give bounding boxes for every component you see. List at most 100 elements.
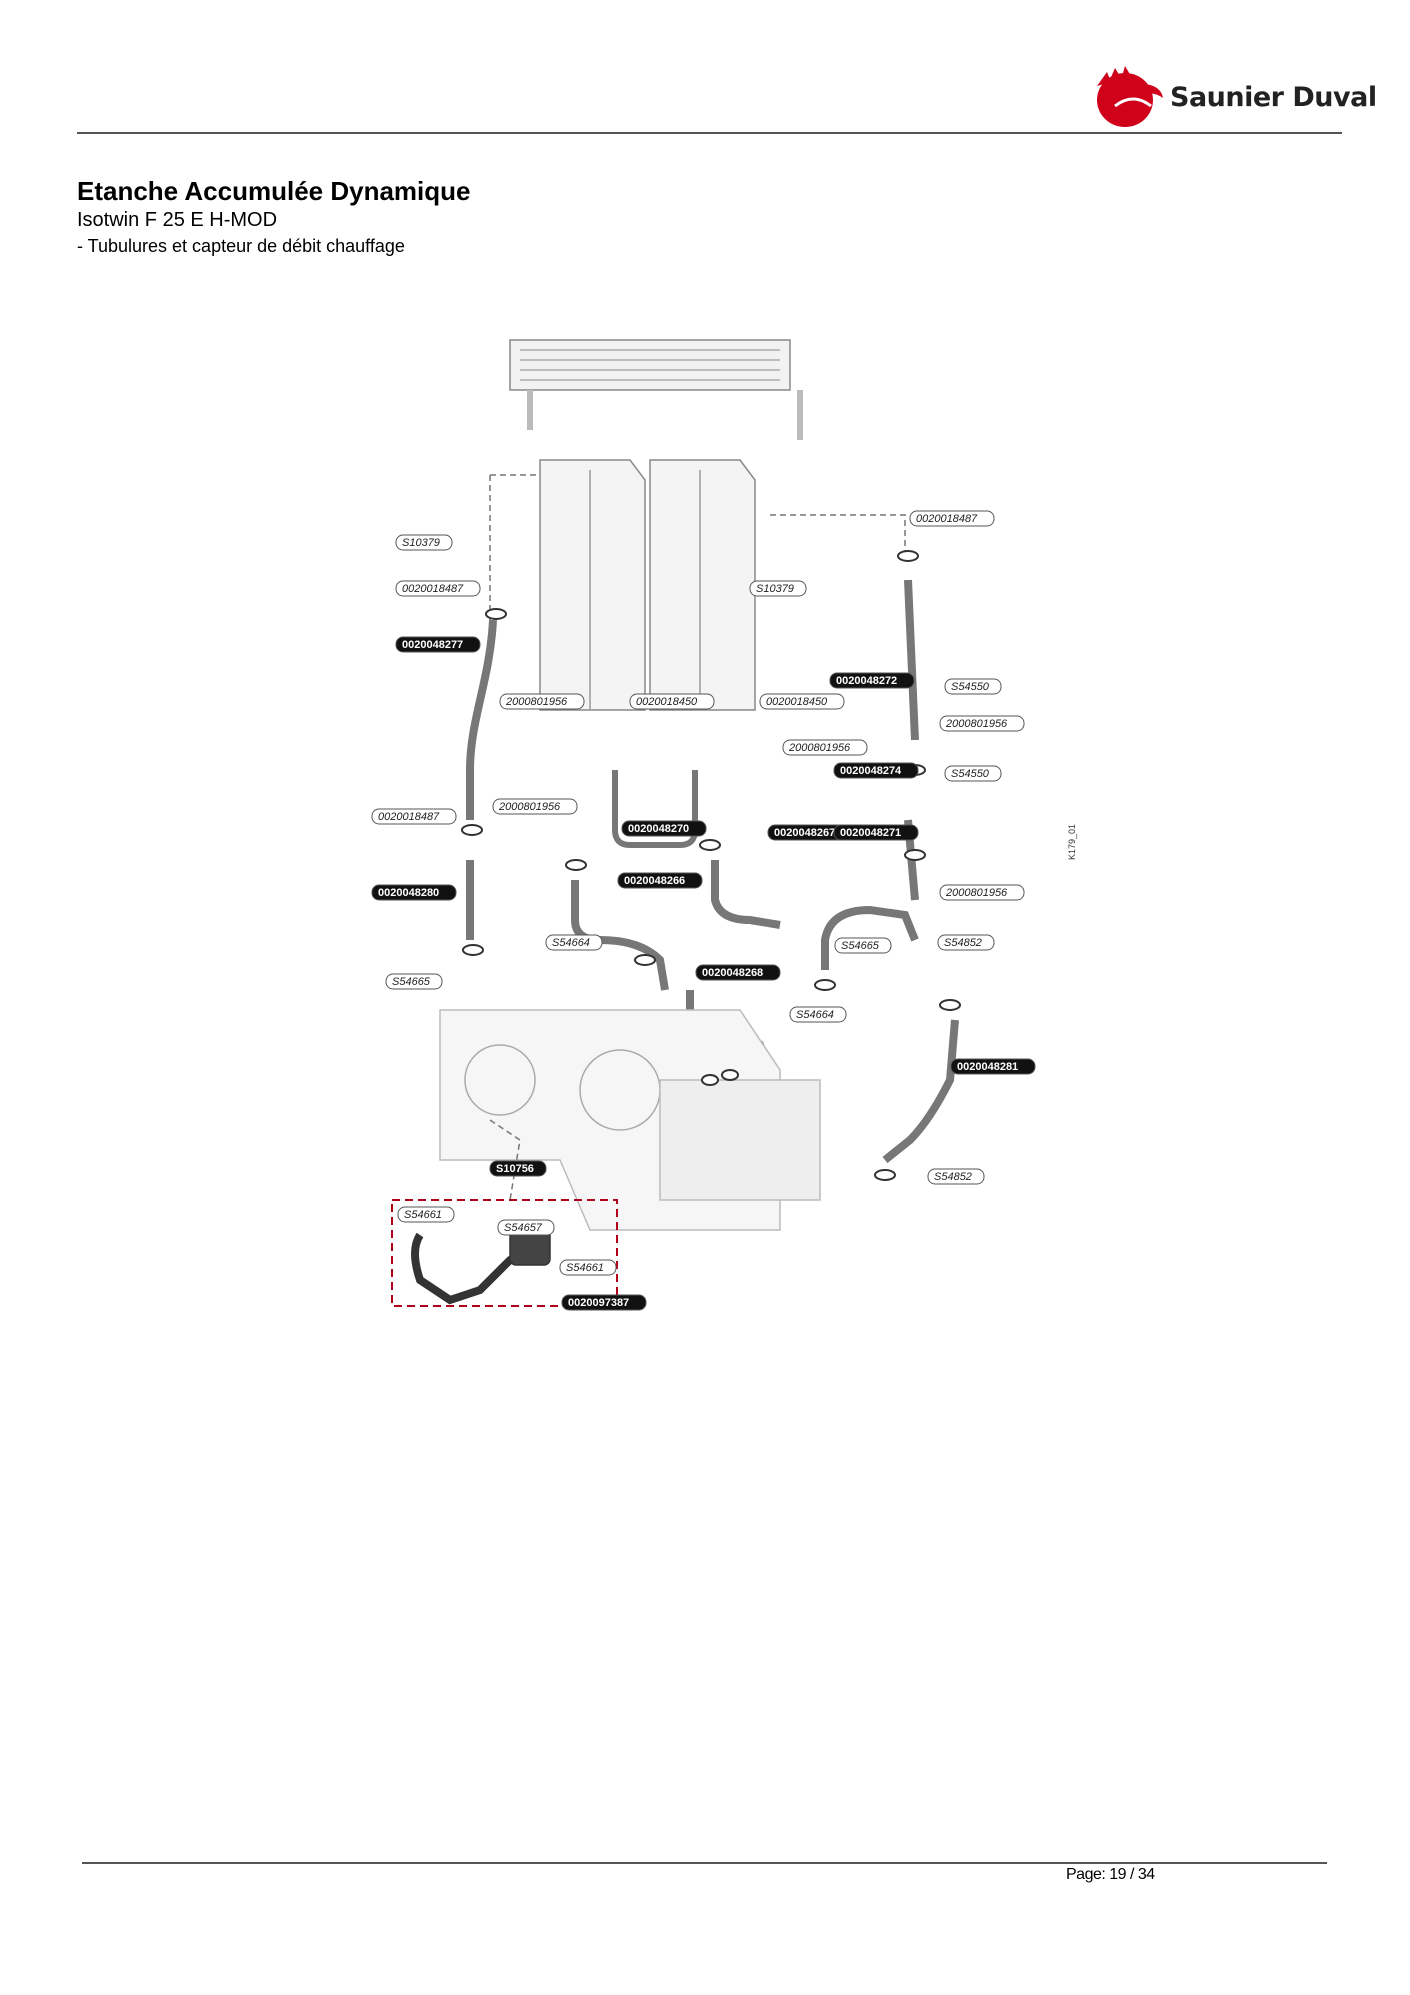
part-number: S54665	[841, 940, 880, 952]
part-label-box	[789, 1006, 847, 1023]
part-number: S54661	[404, 1209, 442, 1221]
part-label-box	[695, 964, 781, 981]
part-number: 0020048277	[402, 639, 463, 651]
part-label-box	[950, 1058, 1036, 1075]
part-label-box	[395, 636, 481, 653]
part-label-box	[944, 678, 1002, 695]
part-label-box	[545, 934, 603, 951]
part-number: S54852	[934, 1171, 972, 1183]
part-label-box	[833, 824, 919, 841]
footer-divider	[82, 1862, 1327, 1864]
part-label: 0020018487	[909, 510, 995, 527]
part-number: S54657	[504, 1222, 543, 1234]
part-label: 2000801956	[939, 884, 1025, 901]
part-number: S54852	[944, 937, 982, 949]
part-number: S54661	[566, 1262, 604, 1274]
part-label: S54665	[834, 937, 892, 954]
part-label: S54852	[927, 1168, 985, 1185]
part-number: S54550	[951, 681, 990, 693]
part-number: 2000801956	[945, 887, 1008, 899]
part-label: 0020048277	[395, 636, 481, 653]
part-label: 0020097387	[561, 1294, 647, 1311]
part-label-box	[497, 1219, 555, 1236]
saunier-duval-logo-icon	[1097, 66, 1163, 127]
part-number: S10379	[402, 537, 440, 549]
part-number: 0020048270	[628, 823, 689, 835]
part-label-box	[395, 580, 481, 597]
model-name: Isotwin F 25 E H-MOD	[77, 209, 278, 231]
part-number: 2000801956	[505, 696, 568, 708]
part-label: S54664	[545, 934, 603, 951]
part-label-box	[937, 934, 995, 951]
part-label: 0020048280	[371, 884, 457, 901]
part-label-box	[561, 1294, 647, 1311]
part-number: 0020018450	[636, 696, 698, 708]
part-label-box	[629, 693, 715, 710]
page-number: Page: 19 / 34	[1066, 1866, 1155, 1883]
part-label-box	[621, 820, 707, 837]
part-label-box	[782, 739, 868, 756]
part-label-box	[834, 937, 892, 954]
part-number: 0020018487	[378, 811, 440, 823]
brand-name: Saunier Duval	[1170, 82, 1377, 113]
part-label: 0020048274	[833, 762, 919, 779]
part-number: S54664	[796, 1009, 834, 1021]
part-label-box	[371, 808, 457, 825]
part-number: 0020048266	[624, 875, 685, 887]
part-number: S10756	[496, 1163, 534, 1175]
part-label-box	[499, 693, 585, 710]
part-label-box	[927, 1168, 985, 1185]
part-label: S54550	[944, 678, 1002, 695]
part-label: S54852	[937, 934, 995, 951]
part-label-box	[759, 693, 845, 710]
part-label: 2000801956	[499, 693, 585, 710]
part-label: 0020048271	[833, 824, 919, 841]
part-label-box	[617, 872, 703, 889]
part-label: 0020048268	[695, 964, 781, 981]
part-label: S10379	[749, 580, 807, 597]
part-label-box	[833, 762, 919, 779]
part-label-box	[749, 580, 807, 597]
part-number: 0020048281	[957, 1061, 1018, 1073]
part-number: 0020048272	[836, 675, 897, 687]
part-label: S10379	[395, 534, 453, 551]
part-label: S10756	[489, 1160, 547, 1177]
part-label: S54661	[559, 1259, 617, 1276]
part-number: 0020018487	[402, 583, 464, 595]
part-label: 2000801956	[939, 715, 1025, 732]
part-number: 0020048280	[378, 887, 439, 899]
part-label: 0020018487	[395, 580, 481, 597]
part-number: 0020048274	[840, 765, 902, 777]
part-label: 0020048281	[950, 1058, 1036, 1075]
part-number: 0020097387	[568, 1297, 629, 1309]
part-label: 2000801956	[782, 739, 868, 756]
part-label: 0020048267	[767, 824, 853, 841]
part-label-box	[944, 765, 1002, 782]
part-label: 0020048270	[621, 820, 707, 837]
part-number: 0020048271	[840, 827, 901, 839]
part-label-box	[492, 798, 578, 815]
part-number: 2000801956	[788, 742, 851, 754]
part-label: S54550	[944, 765, 1002, 782]
part-label-box	[385, 973, 443, 990]
document-title: Etanche Accumulée Dynamique	[77, 176, 471, 206]
part-label: S54664	[789, 1006, 847, 1023]
part-label: 0020048266	[617, 872, 703, 889]
part-number: S10379	[756, 583, 794, 595]
part-number: S54550	[951, 768, 990, 780]
brand-logo	[1085, 62, 1355, 132]
part-label-box	[397, 1206, 455, 1223]
part-label-box	[371, 884, 457, 901]
part-number: 0020018487	[916, 513, 978, 525]
part-label: S54657	[497, 1219, 555, 1236]
part-label-box	[909, 510, 995, 527]
part-label: 2000801956	[492, 798, 578, 815]
part-label: 0020048272	[829, 672, 915, 689]
part-label: 0020018450	[759, 693, 845, 710]
part-label: 0020018487	[371, 808, 457, 825]
part-label-box	[829, 672, 915, 689]
section-title: - Tubulures et capteur de débit chauffag…	[77, 236, 405, 256]
part-number: 0020048268	[702, 967, 763, 979]
